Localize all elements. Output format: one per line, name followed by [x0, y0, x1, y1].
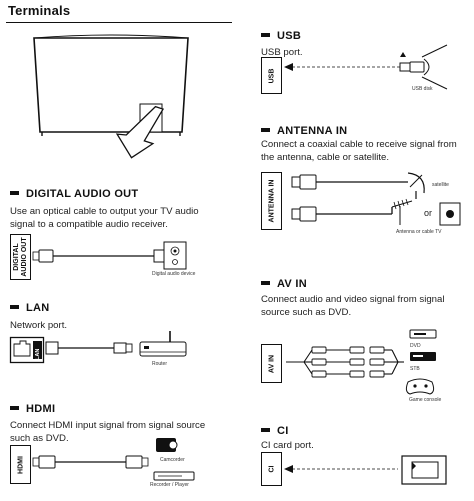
section-bullet	[261, 128, 270, 133]
section-title-av-in: AV IN	[261, 278, 307, 290]
usb-port: USB	[261, 57, 282, 94]
usb-description: USB port.	[261, 47, 303, 58]
digital-audio-out-description: Use an optical cable to output your TV a…	[10, 206, 199, 230]
section-title-usb: USB	[261, 30, 301, 42]
antenna-in-description: Connect a coaxial cable to receive signa…	[261, 139, 457, 163]
section-bullet	[10, 305, 19, 310]
page-title: Terminals	[8, 3, 71, 18]
hdmi-port: HDMI	[10, 445, 31, 484]
section-bullet	[261, 33, 270, 38]
section-title-ci: CI	[261, 425, 289, 437]
section-title-antenna-in: ANTENNA IN	[261, 125, 347, 137]
section-bullet	[261, 428, 270, 433]
section-bullet	[261, 281, 270, 286]
av-in-port: AV IN	[261, 344, 282, 383]
section-title-hdmi: HDMI	[10, 403, 55, 415]
ci-card-diagram	[284, 455, 447, 485]
camcorder-caption: Camcorder	[160, 457, 185, 463]
digital-audio-device-caption: Digital audio device	[152, 271, 196, 277]
lan-port-jack	[9, 336, 45, 364]
lan-cable-diagram	[45, 331, 187, 357]
stb-caption: STB	[410, 366, 420, 372]
or-text: or	[424, 208, 433, 218]
hdmi-cable-diagram	[32, 438, 195, 481]
hdmi-description: Connect HDMI input signal from signal so…	[10, 420, 206, 444]
section-title-digital-audio-out: DIGITAL AUDIO OUT	[10, 188, 138, 200]
av-in-description: Connect audio and video signal from sign…	[261, 294, 445, 318]
dvd-caption: DVD	[410, 343, 421, 349]
section-bullet	[10, 406, 19, 411]
recorder-player-caption: Recorder / Player	[150, 482, 189, 488]
section-title-lan: LAN	[10, 302, 50, 314]
game-console-caption: Game console	[409, 397, 442, 403]
antenna-cable-tv-caption: Antenna or cable TV	[396, 229, 442, 235]
lan-port-label: LAN	[35, 348, 41, 360]
usb-connection-diagram	[284, 44, 448, 90]
digital-audio-out-port: DIGITAL AUDIO OUT	[10, 234, 31, 280]
lan-description: Network port.	[10, 320, 68, 331]
ci-port: CI	[261, 452, 282, 486]
antenna-connection-diagram	[291, 172, 461, 226]
satellite-caption: satellite	[432, 182, 449, 188]
ci-description: CI card port.	[261, 440, 314, 451]
av-cable-diagram	[286, 329, 437, 395]
antenna-in-port: ANTENNA IN	[261, 172, 282, 230]
optical-cable-diagram	[32, 241, 187, 270]
section-bullet	[10, 191, 19, 196]
router-caption: Router	[152, 361, 168, 367]
title-divider	[6, 22, 232, 23]
usb-disk-caption: USB disk	[412, 86, 433, 92]
tv-back-illustration	[33, 34, 189, 159]
